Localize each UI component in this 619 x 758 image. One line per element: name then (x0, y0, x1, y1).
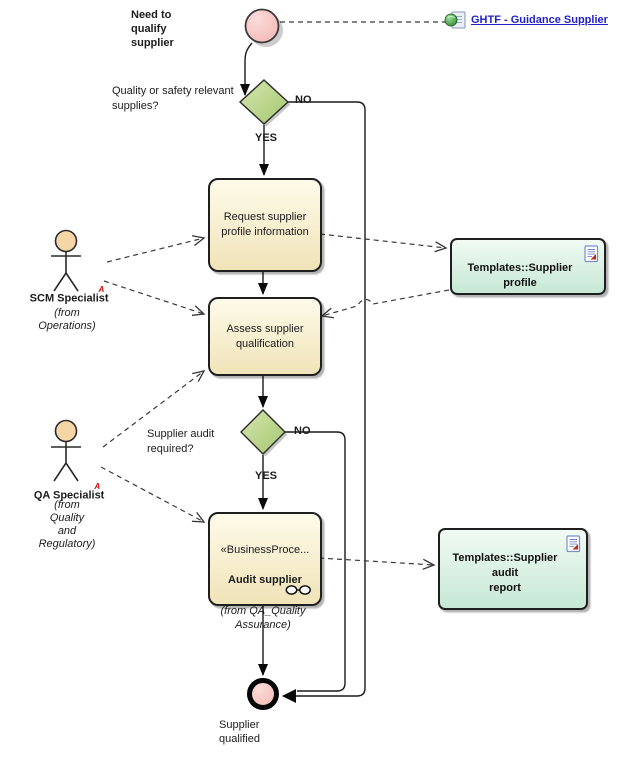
activity-audit-supplier[interactable]: «BusinessProce... Audit supplier (208, 512, 322, 606)
dep-scm-to-assess[interactable] (103, 280, 206, 316)
scm-actor-figure[interactable] (51, 229, 81, 292)
end-node-label: Supplier qualified (219, 719, 260, 745)
decision1-question-label: Quality or safety relevant supplies? (112, 85, 234, 112)
dep-request-to-profile-template[interactable] (319, 233, 448, 253)
qa-actor-figure[interactable] (51, 419, 81, 482)
dep-audit-to-report-template[interactable] (318, 557, 436, 570)
decision2-no-label: NO (294, 425, 311, 437)
final-node[interactable] (247, 678, 279, 710)
control-flow-group (240, 42, 366, 703)
decision2-diamond[interactable] (240, 409, 286, 455)
artifact-report-label: Templates::Supplier audit report (452, 552, 558, 594)
dep-scm-to-request[interactable] (106, 235, 206, 263)
dep-qa-to-audit[interactable] (100, 466, 206, 523)
audit-from-label: (from QA_Quality Assurance) (220, 605, 306, 631)
artifact-supplier-audit-report-template[interactable]: Templates::Supplier audit report (438, 528, 588, 610)
composite-links-icon (285, 585, 311, 595)
audit-activity-label: Audit supplier (228, 574, 302, 586)
ghtf-guidance-supplier-link[interactable]: GHTF - Guidance Supplier (471, 14, 608, 26)
qa-actor-name: QA Specialist (33, 489, 105, 502)
document-report-icon (584, 245, 599, 263)
flow-start-to-decision1[interactable] (240, 42, 253, 96)
activity-request-supplier-profile[interactable]: Request supplier profile information (208, 178, 322, 272)
scm-actor-name: SCM Specialist (29, 292, 109, 305)
decision1-diamond[interactable] (238, 79, 290, 125)
decision1-no-label: NO (295, 94, 312, 106)
qa-actor-from-label: (from Quality and Regulatory) (38, 499, 96, 550)
scm-actor-label: SCM SpecialistA (20, 285, 114, 306)
flow-decision2-no-to-final[interactable] (285, 431, 346, 692)
initial-node[interactable] (244, 8, 280, 44)
start-node-label: Need to qualify supplier (131, 9, 174, 49)
dep-profile-template-to-assess[interactable] (320, 289, 450, 319)
decision1-yes-label: YES (255, 132, 278, 144)
activity-assess-supplier-qualification[interactable]: Assess supplier qualification (208, 297, 322, 376)
decision2-question-label: Supplier audit required? (147, 428, 215, 455)
flow-decision1-no-to-final[interactable] (282, 101, 366, 703)
dependency-group (100, 21, 450, 570)
document-report-icon (566, 535, 581, 553)
audit-activity-text: «BusinessProce... Audit supplier (221, 514, 310, 603)
artifact-supplier-profile-template[interactable]: Templates::Supplier profile (450, 238, 606, 295)
scm-actor-from-label: (from Operations) (38, 307, 96, 332)
decision2-yes-label: YES (255, 470, 278, 482)
dep-qa-to-assess[interactable] (102, 370, 206, 448)
artifact-profile-label: Templates::Supplier profile (467, 262, 573, 289)
qa-stereotype-a: A (94, 482, 101, 491)
audit-stereotype-label: «BusinessProce... (220, 544, 310, 556)
scm-stereotype-a: A (98, 285, 105, 294)
qa-actor-label: QA SpecialistA (20, 482, 114, 503)
ghtf-document-globe-icon[interactable] (444, 11, 466, 29)
